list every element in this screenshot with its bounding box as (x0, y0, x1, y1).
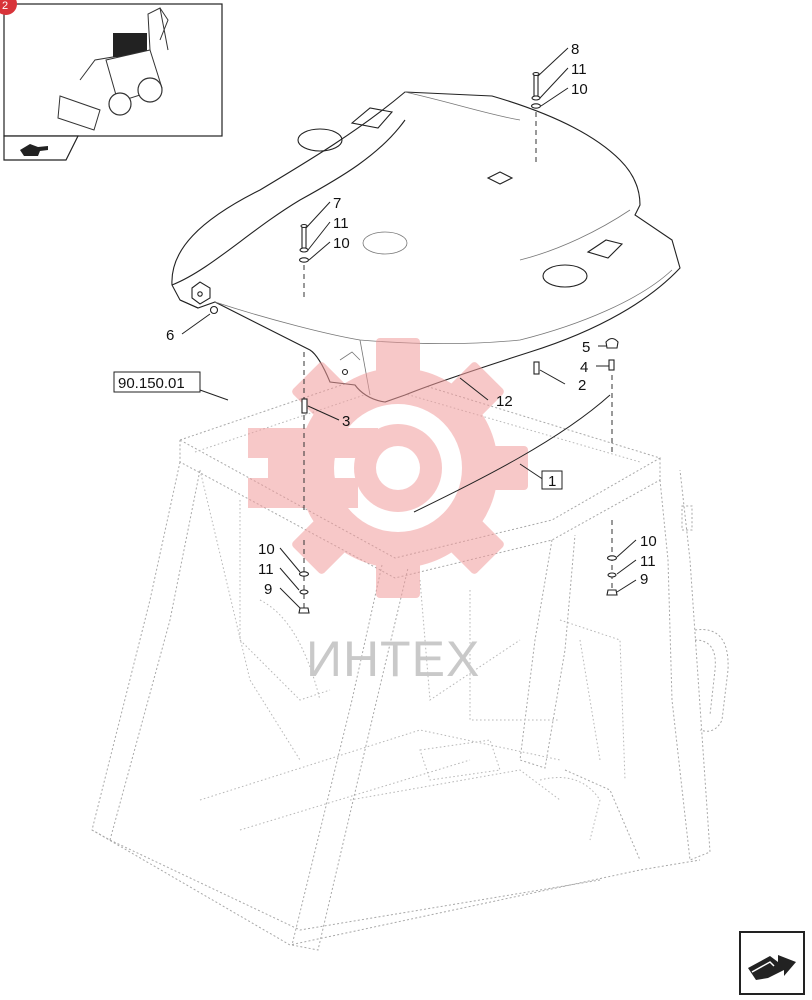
callout-11: 11 (333, 215, 349, 232)
callout-5: 5 (582, 339, 590, 356)
reference-box[interactable]: 90.150.01 (113, 371, 201, 393)
callout-labels: 8 11 10 7 11 10 6 5 4 2 12 3 1 10 11 9 1… (166, 41, 657, 598)
callout-11: 11 (640, 553, 656, 570)
nut-icon (606, 589, 618, 596)
callout-9: 9 (264, 581, 272, 598)
lock-washer-icon (299, 247, 309, 253)
callout-7: 7 (333, 195, 341, 212)
svg-text:2: 2 (2, 0, 8, 12)
grommet-icon (209, 305, 219, 315)
spacer-icon (533, 361, 540, 375)
next-page-button[interactable] (739, 931, 805, 995)
callout-1: 1 (548, 473, 556, 490)
flat-washer-icon (298, 257, 310, 263)
pin-icon (608, 359, 615, 371)
callout-4: 4 (580, 359, 588, 376)
callout-8: 8 (571, 41, 579, 58)
reference-label: 90.150.01 (118, 375, 185, 392)
callout-11: 11 (571, 61, 587, 78)
backhoe-loader-thumbnail-icon (57, 7, 169, 131)
callout-10: 10 (640, 533, 657, 550)
callout-10: 10 (571, 81, 588, 98)
callout-12: 12 (496, 393, 513, 410)
next-page-arrow-icon (748, 955, 796, 980)
leader-lines (181, 47, 637, 609)
hardware (209, 71, 619, 614)
lock-washer-icon (299, 589, 309, 595)
callout-9: 9 (640, 571, 648, 588)
callout-10: 10 (258, 541, 275, 558)
thumbnail-panel[interactable]: 2 (0, 0, 223, 161)
bolt-icon (532, 71, 540, 97)
callout-2: 2 (578, 377, 586, 394)
lock-washer-icon (531, 95, 541, 101)
callout-3: 3 (342, 413, 350, 430)
callout-1-box (541, 470, 563, 490)
watermark-gear (248, 338, 528, 598)
cap-icon (605, 337, 619, 349)
red-badge-icon: 2 (0, 0, 17, 15)
pointing-hand-icon (20, 144, 48, 156)
callout-10: 10 (333, 235, 350, 252)
roof-panel (171, 91, 681, 403)
spacer-icon (301, 398, 308, 414)
lock-washer-icon (607, 572, 617, 578)
watermark-text: ИНТЕХ (306, 631, 480, 687)
flat-washer-icon (606, 555, 618, 561)
cab-frame (91, 371, 729, 951)
callout-6: 6 (166, 327, 174, 344)
flat-washer-icon (530, 103, 542, 109)
nut-icon (298, 607, 310, 614)
flat-washer-icon (298, 571, 310, 577)
callout-11: 11 (258, 561, 274, 578)
